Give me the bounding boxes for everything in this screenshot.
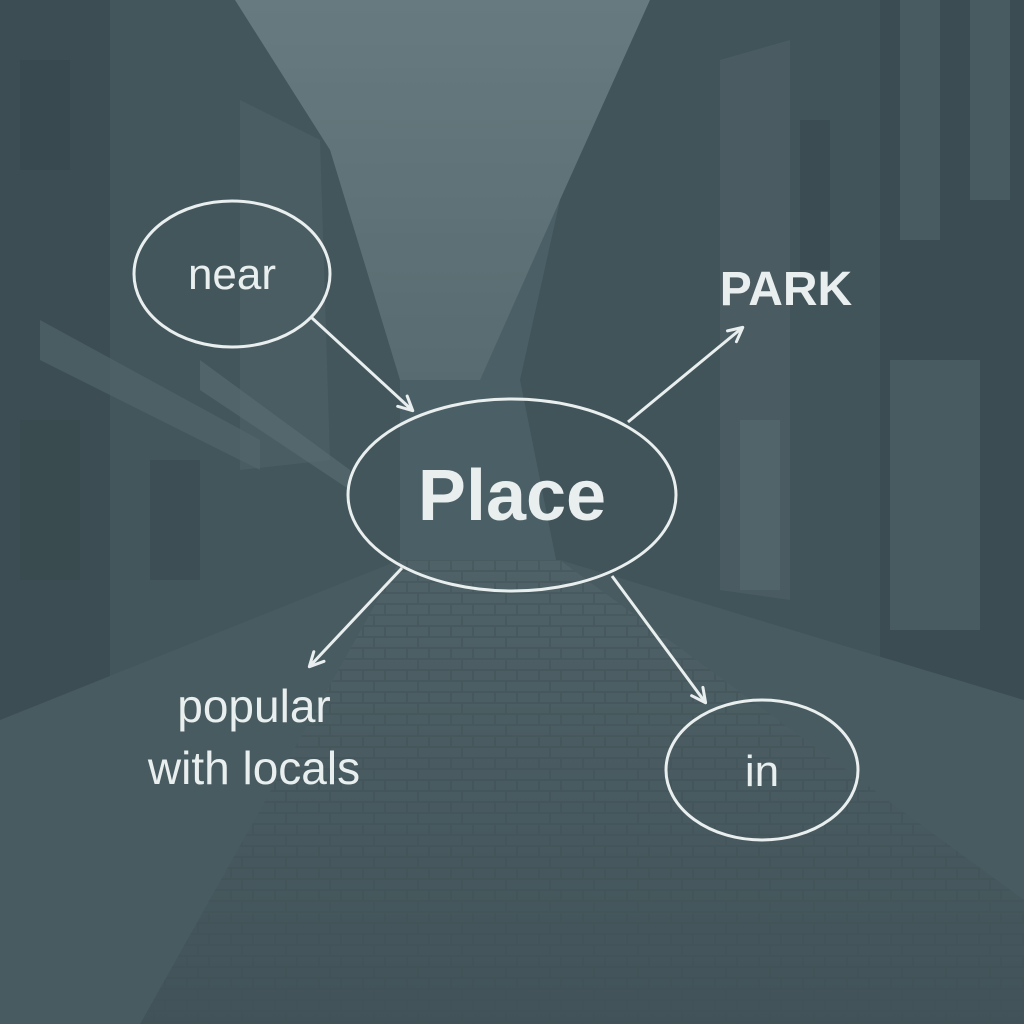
node-in: in (664, 698, 860, 842)
edge-place-to-park (627, 325, 745, 424)
node-in-ellipse (664, 698, 860, 842)
edge-near-to-place (310, 316, 415, 413)
edge-place-to-popular (307, 566, 404, 669)
node-place-label: Place (418, 456, 606, 536)
node-park: PARK (720, 263, 853, 316)
node-place-ellipse (346, 397, 678, 593)
node-park-label: PARK (720, 263, 853, 316)
node-near-ellipse (132, 199, 332, 349)
node-place: Place (346, 397, 678, 593)
node-in-label: in (745, 747, 779, 796)
edge-place-to-in (610, 575, 708, 705)
node-near: near (132, 199, 332, 349)
node-popular: popular with locals (147, 680, 360, 794)
node-popular-line-1: popular (177, 680, 330, 732)
node-popular-line-2: with locals (147, 742, 360, 794)
node-near-label: near (188, 250, 276, 299)
